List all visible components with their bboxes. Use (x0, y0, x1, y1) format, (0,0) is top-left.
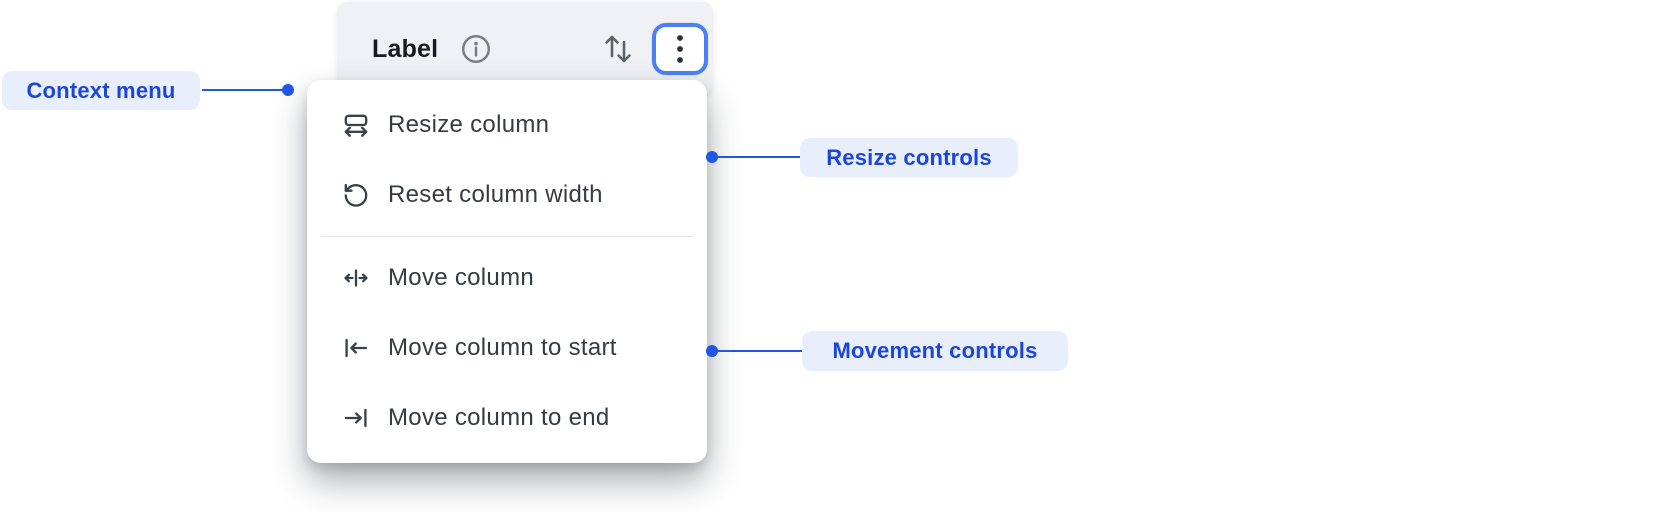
annotation-context-menu: Context menu (2, 71, 200, 110)
menu-item-label: Move column to start (388, 334, 617, 361)
column-header-title: Label (372, 34, 439, 63)
kebab-menu-button[interactable] (652, 23, 708, 75)
resize-column-icon (342, 111, 370, 139)
menu-item-label: Resize column (388, 111, 550, 138)
context-menu-connector-line (202, 89, 284, 91)
menu-item-label: Move column (388, 264, 535, 291)
menu-divider (321, 236, 693, 237)
menu-item-resize-column[interactable]: Resize column (307, 90, 707, 160)
menu-item-reset-column-width[interactable]: Reset column width (307, 160, 707, 230)
menu-item-move-column-to-start[interactable]: Move column to start (307, 313, 707, 383)
kebab-menu-icon (668, 29, 692, 69)
menu-item-move-column-to-end[interactable]: Move column to end (307, 383, 707, 453)
move-column-to-start-icon (342, 334, 370, 362)
annotation-resize-controls: Resize controls (800, 138, 1018, 177)
resize-controls-connector-line (712, 156, 800, 158)
movement-controls-connector-line (712, 350, 802, 352)
move-column-icon (342, 264, 370, 292)
info-circle-icon[interactable] (460, 33, 492, 65)
sort-arrows-icon[interactable] (602, 30, 634, 68)
annotation-movement-controls: Movement controls (802, 331, 1068, 371)
annotation-label: Movement controls (832, 338, 1038, 363)
annotation-label: Resize controls (826, 144, 992, 170)
menu-item-label: Reset column width (388, 181, 603, 208)
context-menu: Resize column Reset column width (307, 80, 707, 463)
move-column-to-end-icon (342, 404, 370, 432)
menu-item-move-column[interactable]: Move column (307, 243, 707, 313)
reset-column-width-icon (342, 181, 370, 209)
annotation-label: Context menu (26, 77, 176, 103)
menu-item-label: Move column to end (388, 404, 610, 431)
context-menu-connector-dot (282, 84, 294, 96)
